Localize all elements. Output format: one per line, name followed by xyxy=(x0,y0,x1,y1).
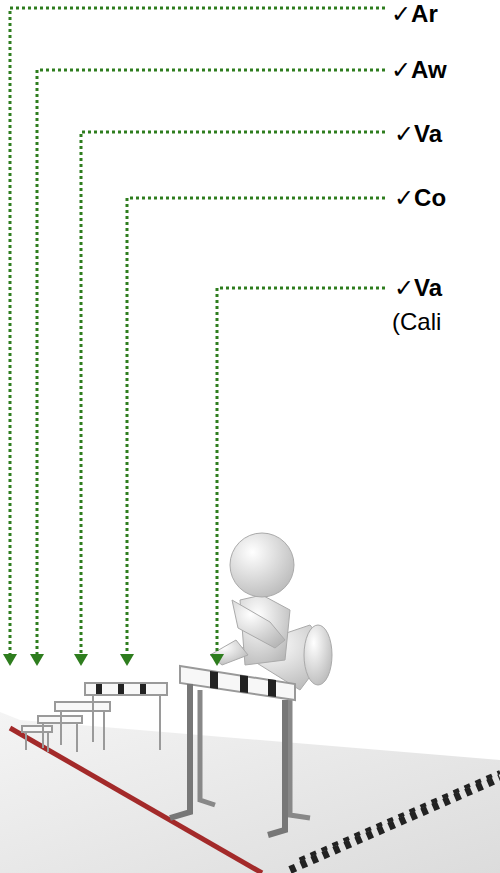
finish-line xyxy=(290,778,500,870)
leader-line xyxy=(10,8,385,654)
leader-arrowhead xyxy=(3,654,224,666)
track-edge-line xyxy=(10,728,262,873)
checklist-item: ✓Va xyxy=(394,120,442,148)
runner-head xyxy=(230,533,294,597)
hurdle xyxy=(22,683,167,752)
track-surface xyxy=(0,712,500,873)
runner-foot xyxy=(304,625,332,685)
runner-figure xyxy=(210,533,332,690)
note-text: (Cali xyxy=(392,308,441,336)
hurdle-leg xyxy=(170,684,285,835)
checklist-item: ✓Aw xyxy=(391,56,447,84)
hurdle-stripes xyxy=(96,684,146,694)
checklist-item: ✓Co xyxy=(394,184,446,212)
hurdle xyxy=(180,666,295,700)
hurdle-leg xyxy=(200,690,310,818)
checklist-item: ✓Va xyxy=(394,274,442,302)
checklist-item: ✓Ar xyxy=(391,0,438,28)
hurdle-stripes xyxy=(210,671,276,697)
finish-line xyxy=(294,772,500,862)
runner-arm xyxy=(232,600,285,648)
